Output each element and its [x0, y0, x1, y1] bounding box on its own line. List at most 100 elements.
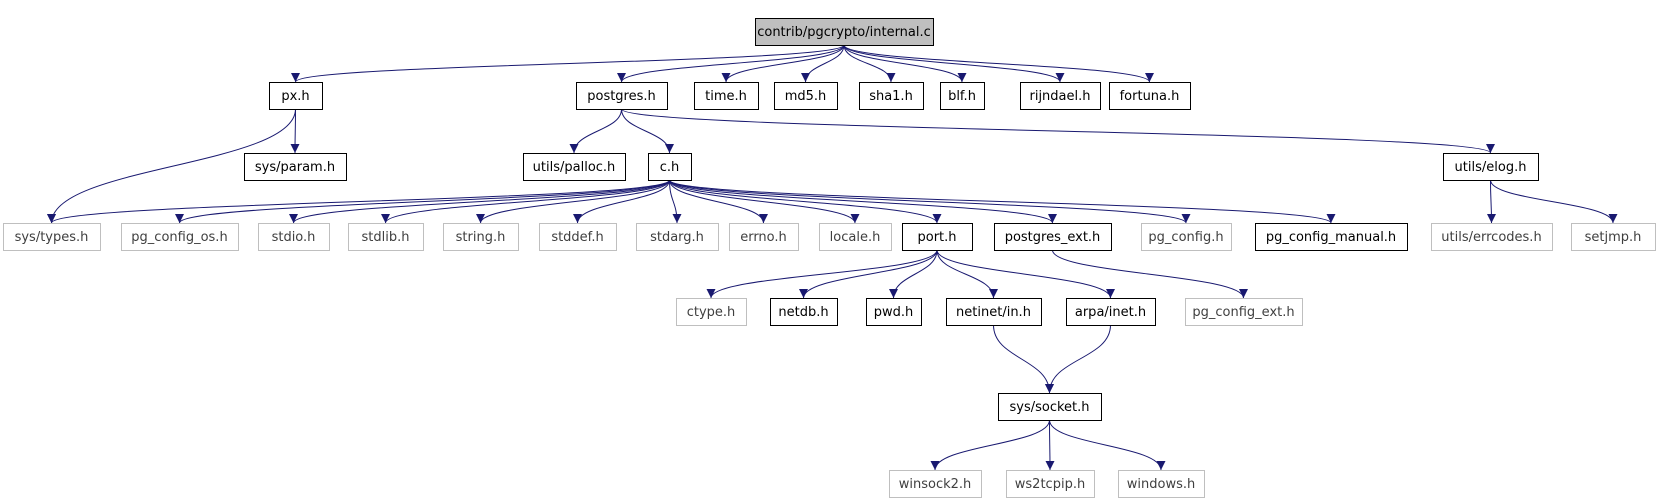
node-box-systypes [3, 223, 101, 251]
node-box-stdio [258, 223, 330, 251]
node-box-md5 [774, 82, 838, 110]
node-box-rijndael [1020, 82, 1101, 110]
edge-postgres-to-elog [621, 108, 1495, 154]
node-md5[interactable]: md5.h [774, 82, 838, 110]
node-label-port: port.h [917, 230, 956, 245]
node-label-time: time.h [705, 89, 747, 104]
node-box-internal [755, 18, 934, 46]
node-postgres[interactable]: postgres.h [576, 82, 668, 110]
edges-layer [47, 44, 1618, 471]
node-box-windows [1118, 470, 1205, 498]
node-label-internal: contrib/pgcrypto/internal.c [757, 25, 931, 40]
node-label-locale: locale.h [830, 230, 881, 245]
node-winsock2: winsock2.h [889, 470, 982, 498]
node-time[interactable]: time.h [694, 82, 759, 110]
node-box-pwd [866, 298, 922, 326]
node-label-px: px.h [281, 89, 309, 104]
node-blf[interactable]: blf.h [940, 82, 985, 110]
edge-internal-to-fortuna [843, 44, 1154, 83]
node-box-ctype [676, 298, 747, 326]
node-label-stdlib: stdlib.h [362, 230, 410, 245]
node-postgresext[interactable]: postgres_ext.h [994, 223, 1112, 251]
node-label-ctype: ctype.h [687, 305, 736, 320]
node-stddef: stddef.h [539, 223, 617, 251]
edge-postgresext-to-pgconfigext [1052, 249, 1248, 299]
edge-ch-to-stdlib [381, 179, 670, 224]
edge-internal-to-blf [843, 44, 967, 83]
node-box-postgres [576, 82, 668, 110]
edge-syssocket-to-winsock2 [930, 419, 1050, 471]
node-label-pwd: pwd.h [874, 305, 914, 320]
node-pgconfig: pg_config.h [1141, 223, 1232, 251]
node-netinet[interactable]: netinet/in.h [946, 298, 1042, 326]
node-stdlib: stdlib.h [348, 223, 424, 251]
node-box-blf [940, 82, 985, 110]
node-label-syssocket: sys/socket.h [1009, 400, 1089, 415]
edge-ch-to-stddef [573, 179, 670, 224]
node-errno: errno.h [729, 223, 799, 251]
node-fortuna[interactable]: fortuna.h [1109, 82, 1191, 110]
edge-ch-to-systypes [47, 179, 670, 224]
edge-ch-to-postgresext [669, 179, 1057, 224]
node-box-winsock2 [889, 470, 982, 498]
node-box-time [694, 82, 759, 110]
edge-ch-to-pgconfigmanual [669, 179, 1336, 224]
node-elog[interactable]: utils/elog.h [1443, 153, 1539, 181]
node-label-pgconfigext: pg_config_ext.h [1192, 305, 1294, 320]
node-label-md5: md5.h [785, 89, 827, 104]
node-box-netinet [946, 298, 1042, 326]
node-label-postgres: postgres.h [587, 89, 656, 104]
node-internal[interactable]: contrib/pgcrypto/internal.c [755, 18, 934, 46]
edge-internal-to-postgres [617, 44, 845, 83]
node-label-windows: windows.h [1127, 477, 1195, 492]
node-box-palloc [523, 153, 626, 181]
edge-internal-to-rijndael [843, 44, 1065, 83]
node-ctype: ctype.h [676, 298, 747, 326]
node-label-netdb: netdb.h [778, 305, 828, 320]
edge-ch-to-stdarg [669, 179, 682, 224]
node-arpainet[interactable]: arpa/inet.h [1066, 298, 1156, 326]
edge-port-to-pwd [889, 249, 938, 299]
node-box-ws2tcpip [1006, 470, 1095, 498]
node-label-ch: c.h [660, 160, 680, 175]
node-box-elog [1443, 153, 1539, 181]
node-label-errno: errno.h [740, 230, 787, 245]
node-box-pgconfigmanual [1255, 223, 1408, 251]
node-box-stdarg [636, 223, 719, 251]
node-box-string [443, 223, 519, 251]
node-port[interactable]: port.h [902, 223, 973, 251]
nodes-layer: contrib/pgcrypto/internal.c px.h postgres.… [3, 18, 1656, 498]
edge-px-to-sysparam [290, 108, 300, 154]
node-sysparam[interactable]: sys/param.h [244, 153, 347, 181]
edge-syssocket-to-ws2tcpip [1045, 419, 1055, 471]
node-string: string.h [443, 223, 519, 251]
edge-px-to-systypes [47, 108, 296, 224]
node-ch[interactable]: c.h [648, 153, 692, 181]
node-label-pgconfigmanual: pg_config_manual.h [1266, 230, 1396, 245]
node-netdb[interactable]: netdb.h [770, 298, 838, 326]
node-pgconfigmanual[interactable]: pg_config_manual.h [1255, 223, 1408, 251]
node-box-setjmp [1571, 223, 1656, 251]
node-label-elog: utils/elog.h [1455, 160, 1527, 175]
node-sha1[interactable]: sha1.h [859, 82, 924, 110]
node-box-stddef [539, 223, 617, 251]
node-box-postgresext [994, 223, 1112, 251]
node-syssocket[interactable]: sys/socket.h [998, 393, 1102, 421]
node-label-systypes: sys/types.h [15, 230, 89, 245]
node-label-sysparam: sys/param.h [255, 160, 335, 175]
node-px[interactable]: px.h [269, 82, 323, 110]
node-rijndael[interactable]: rijndael.h [1020, 82, 1101, 110]
edge-postgres-to-palloc [569, 108, 622, 154]
edge-ch-to-stdio [289, 179, 670, 224]
node-palloc[interactable]: utils/palloc.h [523, 153, 626, 181]
node-box-netdb [770, 298, 838, 326]
node-pwd[interactable]: pwd.h [866, 298, 922, 326]
node-label-rijndael: rijndael.h [1029, 89, 1090, 104]
node-label-pgconfig: pg_config.h [1148, 230, 1223, 245]
node-box-ch [648, 153, 692, 181]
edge-ch-to-pgconfig [669, 179, 1191, 224]
node-label-postgresext: postgres_ext.h [1005, 230, 1101, 245]
node-box-arpainet [1066, 298, 1156, 326]
node-pgconfigos: pg_config_os.h [121, 223, 239, 251]
